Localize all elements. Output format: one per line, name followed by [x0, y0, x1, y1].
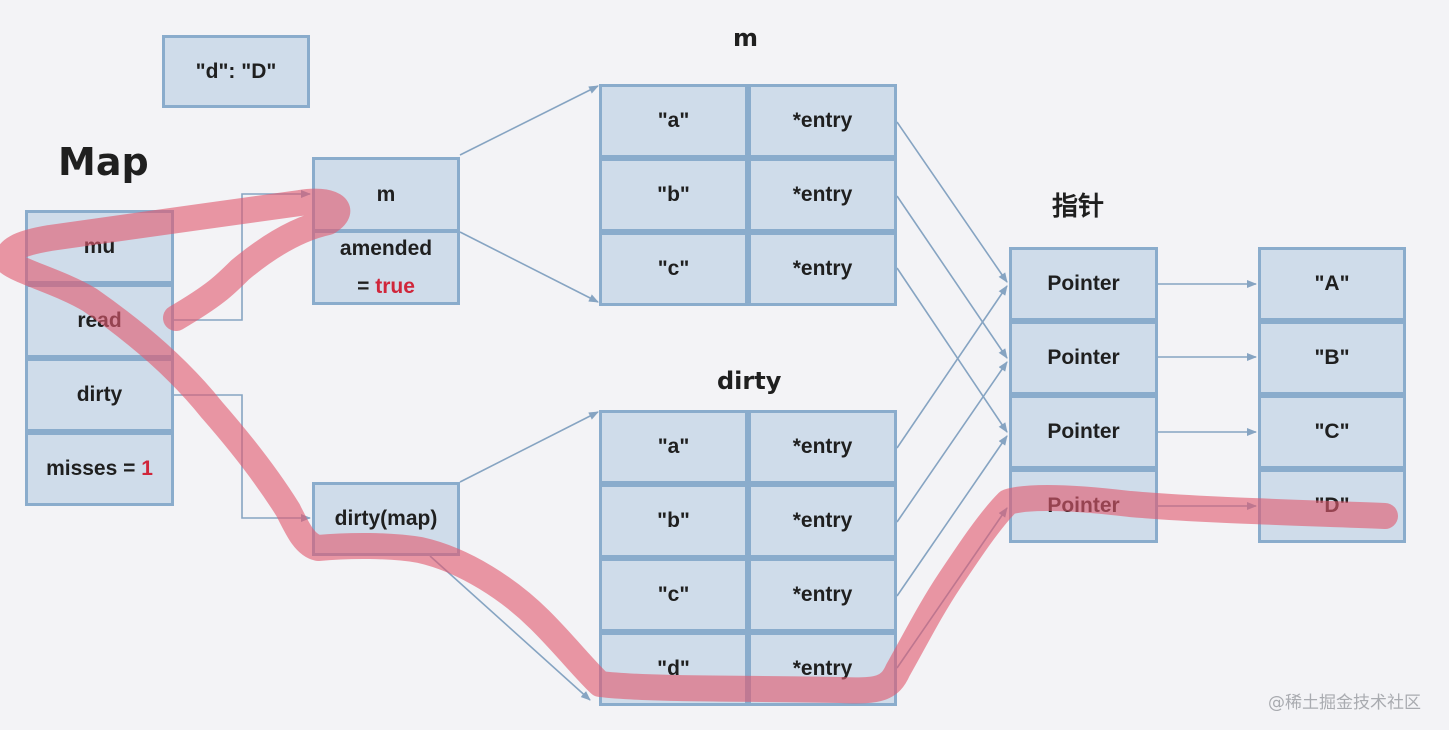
map-misses-value: 1 — [141, 457, 153, 480]
dirty-key-text: "d" — [657, 657, 690, 680]
map-misses-field: misses = 1 — [25, 432, 174, 506]
map-dirty-field: dirty — [25, 358, 174, 432]
readonly-amended-label: amended — [339, 236, 433, 260]
watermark: @稀土掘金技术社区 — [1268, 693, 1421, 713]
value-cell: "B" — [1258, 321, 1406, 395]
m-table-key-cell: "a" — [599, 84, 748, 158]
map-dirty-label: dirty — [76, 383, 123, 406]
dirty-val-text: *entry — [792, 583, 853, 606]
new-entry-text: "d": "D" — [195, 59, 277, 83]
map-title: Map — [58, 140, 149, 184]
readonly-to-mtable-bottom-arrow — [459, 231, 599, 303]
dirty-val-text: *entry — [792, 509, 853, 532]
value-text: "A" — [1314, 272, 1350, 295]
m-val-text: *entry — [792, 257, 853, 280]
m-val-text: *entry — [792, 109, 853, 132]
m-table-val-cell: *entry — [748, 84, 897, 158]
pointer-cell: Pointer — [1009, 395, 1158, 469]
dirty-key-text: "c" — [657, 583, 690, 606]
pointer-text: Pointer — [1047, 346, 1120, 369]
m-key-text: "b" — [657, 183, 690, 206]
value-text: "B" — [1314, 346, 1350, 369]
dirtymap-to-dtable-top-arrow — [459, 411, 599, 483]
m-table-val-cell: *entry — [748, 158, 897, 232]
m-entry-c-arrow — [896, 267, 1008, 433]
dirty-key-text: "a" — [657, 435, 690, 458]
dirty-table-key-cell: "a" — [599, 410, 748, 484]
readonly-amended-eq: = — [357, 274, 370, 298]
dirty-table-val-cell: *entry — [748, 484, 897, 558]
m-table-key-cell: "c" — [599, 232, 748, 306]
m-key-text: "c" — [657, 257, 690, 280]
m-table-key-cell: "b" — [599, 158, 748, 232]
dirty-table-title: dirty — [717, 367, 782, 395]
new-entry-box: "d": "D" — [162, 35, 310, 108]
m-entry-b-arrow — [896, 195, 1008, 359]
pointers-title: 指针 — [1052, 192, 1105, 222]
d-entry-c-arrow — [896, 435, 1008, 597]
pointer-cell: Pointer — [1009, 321, 1158, 395]
pointer-cell: Pointer — [1009, 247, 1158, 321]
value-text: "C" — [1314, 420, 1350, 443]
m-entry-a-arrow — [896, 121, 1008, 283]
dirty-val-text: *entry — [792, 657, 853, 680]
dirty-table-val-cell: *entry — [748, 558, 897, 632]
map-misses-label: misses = — [46, 457, 136, 480]
m-key-text: "a" — [657, 109, 690, 132]
highlight-stroke-read-path — [0, 188, 1398, 704]
dirty-val-text: *entry — [792, 435, 853, 458]
dirty-table-key-cell: "b" — [599, 484, 748, 558]
pointer-text: Pointer — [1047, 420, 1120, 443]
d-entry-b-arrow — [896, 361, 1008, 523]
dirty-map-label: dirty(map) — [334, 507, 438, 530]
value-cell: "C" — [1258, 395, 1406, 469]
m-val-text: *entry — [792, 183, 853, 206]
d-entry-a-arrow — [896, 285, 1008, 449]
dirty-key-text: "b" — [657, 509, 690, 532]
m-table-title: m — [733, 24, 759, 52]
m-table-val-cell: *entry — [748, 232, 897, 306]
dirtymap-to-dtable-bottom-arrow — [429, 555, 591, 701]
value-cell: "A" — [1258, 247, 1406, 321]
dirty-table-key-cell: "c" — [599, 558, 748, 632]
readonly-m-label: m — [376, 182, 396, 206]
readonly-amended-value: true — [375, 274, 415, 298]
dirty-table-val-cell: *entry — [748, 410, 897, 484]
pointer-text: Pointer — [1047, 272, 1120, 295]
readonly-amended-field: amended = true — [312, 230, 460, 305]
readonly-to-mtable-top-arrow — [459, 85, 599, 156]
